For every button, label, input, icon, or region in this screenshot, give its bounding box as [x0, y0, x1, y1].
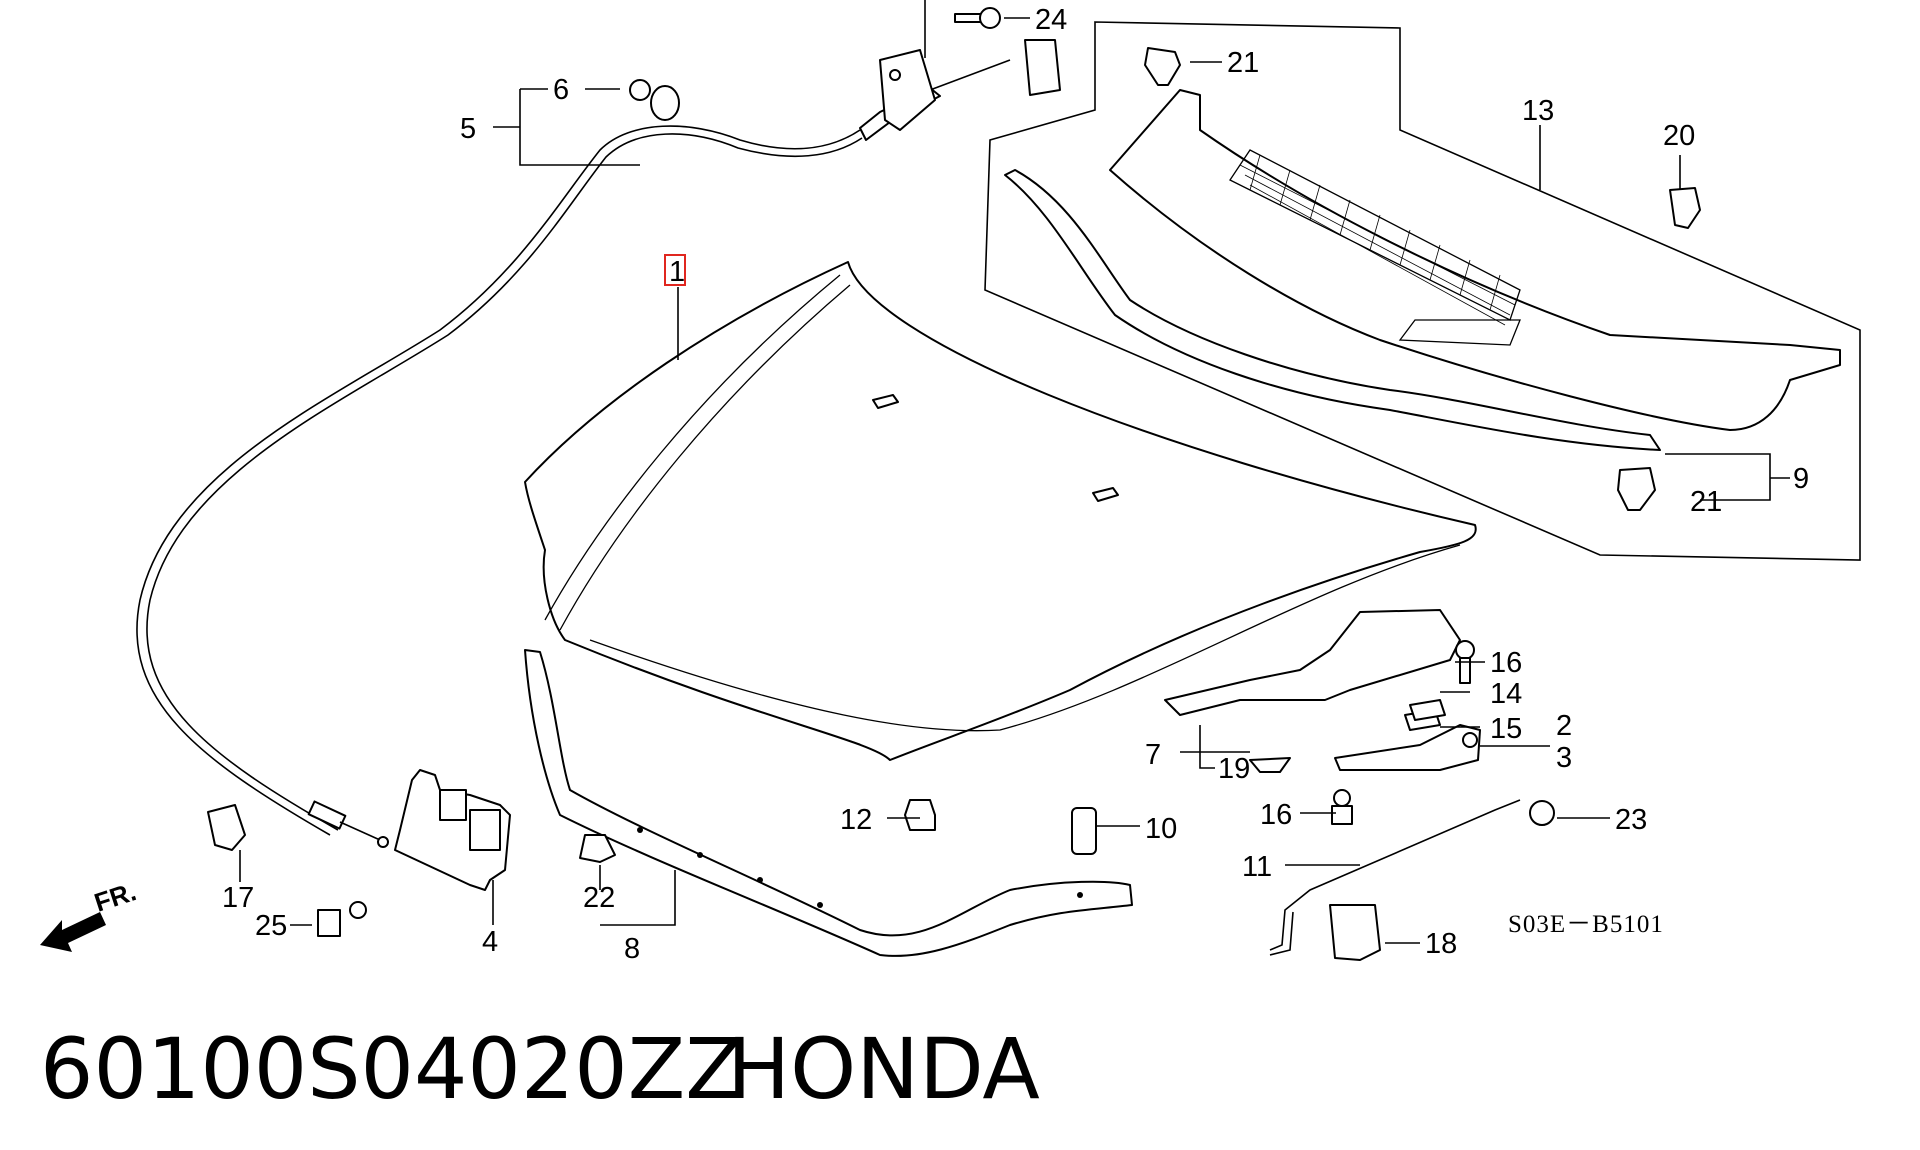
callout-22: 22: [583, 882, 615, 914]
callout-10: 10: [1145, 813, 1177, 845]
callout-20: 20: [1663, 120, 1695, 152]
callout-9: 9: [1793, 463, 1809, 495]
hood-front-seal: [524, 649, 1133, 957]
cowl-seal: [1004, 169, 1661, 451]
callout-12: 12: [840, 804, 872, 836]
callout-21-lower: 21: [1690, 486, 1722, 518]
hood-support-rod: [1269, 799, 1521, 956]
callout-6: 6: [553, 74, 569, 106]
cowl-top-panel: [1109, 89, 1841, 431]
callout-2: 2: [1556, 710, 1572, 742]
callout-13: 13: [1522, 95, 1554, 127]
hood-hinge-assembly: [1164, 609, 1481, 771]
callout-14: 14: [1490, 678, 1522, 710]
callout-7: 7: [1145, 739, 1161, 771]
callout-4: 4: [482, 926, 498, 958]
callout-5: 5: [460, 113, 476, 145]
callout-11: 11: [1242, 851, 1272, 883]
fasteners: [207, 7, 1701, 961]
cowl-mesh: [1239, 154, 1516, 326]
direction-label: FR.: [91, 876, 140, 917]
callout-16-lower: 16: [1260, 799, 1292, 831]
callout-16-upper: 16: [1490, 647, 1522, 679]
callout-labels: 1 2 3 4 5 6 7 8 9 10 11 12 13 14 15 16 1…: [222, 4, 1809, 965]
hood-panel: [524, 261, 1477, 761]
callout-24: 24: [1035, 4, 1067, 36]
brand-name: HONDA: [727, 1020, 1040, 1118]
callout-18: 18: [1425, 928, 1457, 960]
callout-8: 8: [624, 933, 640, 965]
front-arrow-icon: [40, 912, 106, 952]
callout-23: 23: [1615, 804, 1647, 836]
callout-1: 1: [669, 256, 685, 288]
drawing-code: S03E－B5101: [1508, 911, 1664, 938]
group-box: [984, 21, 1861, 561]
callout-3: 3: [1556, 742, 1572, 774]
selected-part-highlight: [664, 254, 686, 286]
callout-15: 15: [1490, 713, 1522, 745]
leader-lines: [239, 0, 1790, 944]
cable-bracket: [879, 39, 1061, 131]
callout-19: 19: [1218, 753, 1250, 785]
callout-25: 25: [255, 910, 287, 942]
front-direction-indicator: FR.: [40, 876, 140, 952]
callout-21-upper: 21: [1227, 47, 1259, 79]
hood-latch: [394, 769, 511, 891]
part-number: 60100S04020ZZ: [40, 1020, 743, 1118]
callout-17: 17: [222, 882, 254, 914]
